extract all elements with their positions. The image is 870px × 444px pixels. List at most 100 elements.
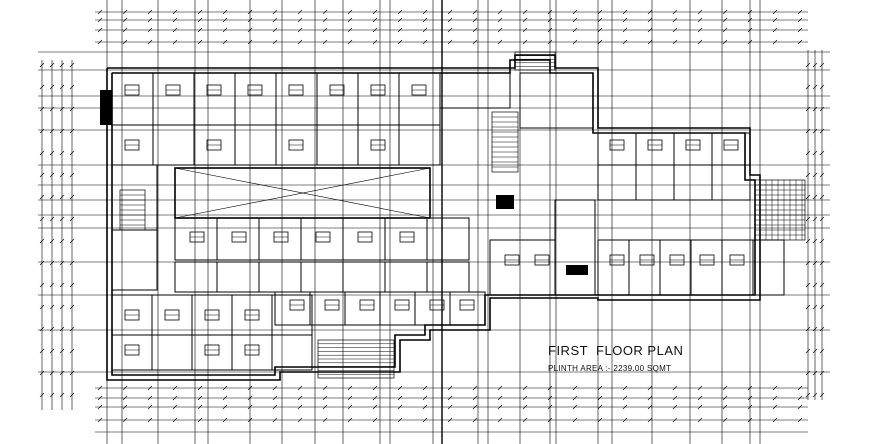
dimension-tick <box>447 404 453 410</box>
dimension-tick <box>222 417 228 423</box>
dimension-tick <box>69 194 75 200</box>
dimension-tick <box>49 348 55 354</box>
dimension-tick <box>805 282 811 288</box>
dimension-tick <box>97 385 103 391</box>
dimension-tick <box>772 417 778 423</box>
dimension-tick <box>147 9 153 15</box>
dimension-tick <box>69 62 75 68</box>
dimension-tick <box>422 17 428 23</box>
dimension-tick <box>39 150 45 156</box>
dimension-tick <box>222 39 228 45</box>
dimension-tick <box>272 17 278 23</box>
dimension-tick <box>59 392 65 398</box>
dimension-tick <box>222 17 228 23</box>
dimension-tick <box>122 27 128 33</box>
dimension-tick <box>347 385 353 391</box>
dimension-tick <box>805 392 811 398</box>
room-cell <box>234 72 277 126</box>
dimension-tick <box>447 17 453 23</box>
dimension-tick <box>147 404 153 410</box>
room-cell <box>271 334 313 371</box>
dimension-tick <box>39 238 45 244</box>
dimension-tick <box>69 282 75 288</box>
dimension-tick <box>297 395 303 401</box>
room-cell <box>216 217 260 261</box>
room-cell <box>274 291 311 326</box>
dimension-tick <box>372 385 378 391</box>
dimension-tick <box>672 39 678 45</box>
dimension-tick <box>797 395 803 401</box>
dimension-tick <box>49 62 55 68</box>
dimension-tick <box>59 370 65 376</box>
dimension-tick <box>819 128 825 134</box>
dimension-tick <box>647 417 653 423</box>
dimension-tick <box>647 385 653 391</box>
dimension-tick <box>69 106 75 112</box>
dimension-tick <box>672 404 678 410</box>
dimension-tick <box>547 404 553 410</box>
dimension-tick <box>97 39 103 45</box>
dimension-tick <box>622 9 628 15</box>
dimension-tick <box>372 417 378 423</box>
dimension-tick <box>422 395 428 401</box>
dimension-tick <box>447 395 453 401</box>
dimension-tick <box>147 395 153 401</box>
dimension-tick <box>805 260 811 266</box>
room-cell <box>554 199 596 296</box>
dimension-tick <box>97 27 103 33</box>
dimension-tick <box>772 385 778 391</box>
dimension-tick <box>819 62 825 68</box>
dimension-tick <box>597 404 603 410</box>
room-cell <box>673 164 713 201</box>
dimension-tick <box>322 27 328 33</box>
room-cell <box>271 294 313 336</box>
dimension-tick <box>747 385 753 391</box>
dimension-tick <box>812 326 818 332</box>
dimension-tick <box>39 260 45 266</box>
dimension-tick <box>372 17 378 23</box>
dimension-tick <box>622 27 628 33</box>
dimension-tick <box>772 39 778 45</box>
dimension-tick <box>272 417 278 423</box>
dimension-tick <box>672 17 678 23</box>
dimension-tick <box>812 106 818 112</box>
dimension-tick <box>322 385 328 391</box>
dimension-tick <box>497 395 503 401</box>
dimension-tick <box>747 404 753 410</box>
room-cell <box>379 291 416 326</box>
room-cell <box>398 124 441 166</box>
dimension-tick <box>805 106 811 112</box>
dimension-tick <box>812 62 818 68</box>
dimension-tick <box>322 417 328 423</box>
dimension-tick <box>59 194 65 200</box>
dimension-tick <box>447 39 453 45</box>
dimension-tick <box>497 17 503 23</box>
dimension-tick <box>49 150 55 156</box>
dimension-tick <box>59 216 65 222</box>
dimension-tick <box>622 404 628 410</box>
dimension-tick <box>747 9 753 15</box>
room-cell <box>711 164 751 201</box>
dimension-tick <box>297 17 303 23</box>
dimension-tick <box>97 417 103 423</box>
dimension-tick <box>39 392 45 398</box>
dimension-tick <box>147 385 153 391</box>
dimension-tick <box>805 216 811 222</box>
dimension-tick <box>805 128 811 134</box>
dimension-tick <box>297 9 303 15</box>
dimension-tick <box>49 326 55 332</box>
dimension-tick <box>812 260 818 266</box>
dimension-tick <box>597 9 603 15</box>
dimension-tick <box>547 9 553 15</box>
dimension-tick <box>597 385 603 391</box>
dimension-tick <box>597 39 603 45</box>
dimension-tick <box>497 39 503 45</box>
dimension-tick <box>347 395 353 401</box>
dimension-tick <box>812 238 818 244</box>
dimension-tick <box>39 282 45 288</box>
dimension-tick <box>69 128 75 134</box>
dimension-tick <box>39 304 45 310</box>
bay-window-west <box>100 90 112 125</box>
dimension-tick <box>805 304 811 310</box>
